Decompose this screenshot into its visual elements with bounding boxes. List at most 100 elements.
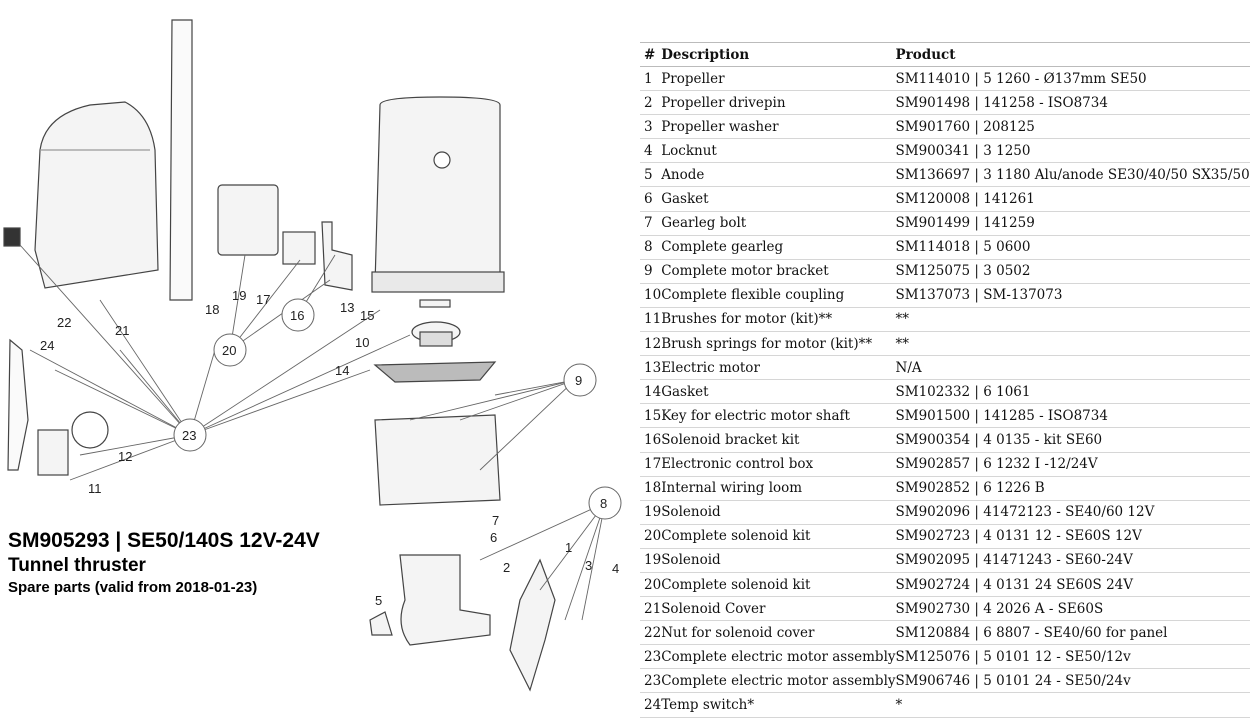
cell-description: Complete solenoid kit	[661, 524, 896, 549]
solenoid-cover-drawing	[34, 101, 159, 289]
document-title: SM905293 | SE50/140S 12V-24V	[8, 529, 320, 552]
callout-17: 17	[256, 292, 270, 307]
callout-12: 12	[118, 449, 132, 464]
cell-product: SM114010 | 5 1260 - Ø137mm SE50	[895, 66, 1250, 92]
cell-product: SM901760 | 208125	[895, 114, 1250, 140]
callout-21: 21	[115, 323, 129, 338]
gasket-drawing	[373, 361, 497, 383]
cell-description: Electric motor	[661, 355, 896, 381]
cell-description: Internal wiring loom	[661, 476, 896, 501]
callout-8: 8	[600, 496, 607, 511]
cell-description: Complete motor bracket	[661, 259, 896, 284]
callout-7: 7	[492, 513, 499, 528]
cell-number: 14	[640, 379, 662, 405]
control-box-drawing	[282, 231, 316, 265]
callout-2: 2	[503, 560, 510, 575]
column-header-product: Product	[895, 42, 1250, 67]
cell-number: 20	[640, 524, 662, 549]
brush-springs-drawing	[71, 411, 109, 449]
callout-1: 1	[565, 540, 572, 555]
cell-description: Complete electric motor assembly	[661, 668, 896, 694]
cell-description: Propeller	[661, 66, 896, 92]
callout-5: 5	[375, 593, 382, 608]
cell-description: Brush springs for motor (kit)**	[661, 331, 896, 357]
document-validity: Spare parts (valid from 2018-01-23)	[8, 579, 258, 596]
cell-product: SM906746 | 5 0101 24 - SE50/24v	[895, 668, 1250, 694]
callout-13: 13	[340, 300, 354, 315]
callout-6: 6	[490, 530, 497, 545]
cell-description: Brushes for motor (kit)**	[661, 307, 896, 333]
cell-number: 19	[640, 548, 662, 573]
cell-product: **	[895, 307, 1250, 333]
callout-18: 18	[205, 302, 219, 317]
callout-14: 14	[335, 363, 349, 378]
cell-product: SM901499 | 141259	[895, 211, 1250, 236]
callout-24: 24	[40, 338, 54, 353]
exploded-parts-diagram: 1 2 3 4 5 6 7 8 9 10 11 12 13 14 15 16 1…	[3, 19, 622, 692]
cell-description: Anode	[661, 162, 896, 188]
gearleg-drawing	[399, 554, 491, 646]
cell-number: 23	[640, 668, 662, 694]
cell-description: Propeller washer	[661, 114, 896, 140]
electric-motor-drawing	[374, 96, 501, 286]
cell-number: 7	[640, 211, 662, 236]
cell-description: Solenoid bracket kit	[661, 427, 896, 453]
cell-number: 5	[640, 162, 662, 188]
cell-description: Solenoid	[661, 548, 896, 573]
cell-product: SM902095 | 41471243 - SE60-24V	[895, 548, 1250, 573]
callout-15: 15	[360, 308, 374, 323]
column-header-number: #	[640, 42, 662, 67]
cell-number: 18	[640, 476, 662, 501]
callout-4: 4	[612, 561, 619, 576]
cell-product: SM125076 | 5 0101 12 - SE50/12v	[895, 644, 1250, 670]
temp-switch-drawing	[7, 338, 29, 471]
cell-description: Key for electric motor shaft	[661, 403, 896, 429]
callout-11: 11	[88, 481, 102, 496]
motor-shaft-key-drawing	[419, 299, 451, 308]
cell-description: Propeller drivepin	[661, 90, 896, 116]
cell-description: Complete flexible coupling	[661, 283, 896, 308]
cell-description: Gearleg bolt	[661, 211, 896, 236]
solenoid-bracket-drawing	[321, 221, 353, 291]
cell-number: 13	[640, 355, 662, 381]
motor-bracket-drawing	[374, 414, 501, 506]
cell-number: 2	[640, 90, 662, 116]
cell-product: SM902852 | 6 1226 B	[895, 476, 1250, 501]
cell-description: Temp switch*	[661, 692, 896, 718]
cell-description: Complete electric motor assembly	[661, 644, 896, 670]
cell-product: SM901500 | 141285 - ISO8734	[895, 403, 1250, 429]
cell-product: SM901498 | 141258 - ISO8734	[895, 90, 1250, 116]
cell-description: Gasket	[661, 379, 896, 405]
cell-number: 19	[640, 500, 662, 525]
cell-description: Locknut	[661, 138, 896, 164]
callout-9: 9	[575, 373, 582, 388]
cell-number: 23	[640, 644, 662, 670]
cell-product: SM900341 | 3 1250	[895, 138, 1250, 164]
solenoid-drawing	[217, 184, 279, 256]
cell-product: SM902096 | 41472123 - SE40/60 12V	[895, 500, 1250, 525]
callout-23: 23	[182, 428, 196, 443]
document-subtitle: Tunnel thruster	[8, 555, 146, 576]
nut-drawing	[3, 227, 21, 247]
callout-22: 22	[57, 315, 71, 330]
cell-product: SM125075 | 3 0502	[895, 259, 1250, 284]
